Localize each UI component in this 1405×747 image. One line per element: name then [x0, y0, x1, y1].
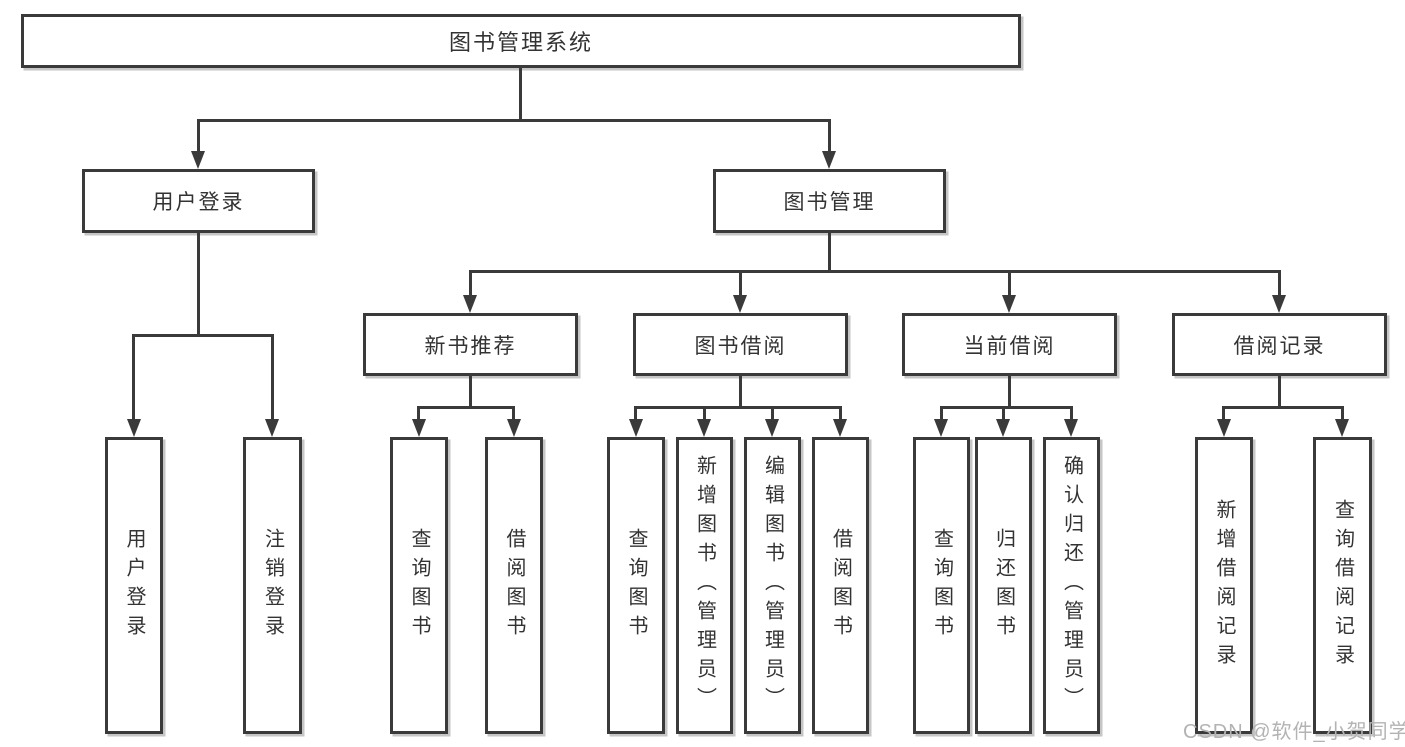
arrow-down-icon [1272, 295, 1286, 313]
node-root: 图书管理系统 [21, 14, 1021, 68]
connector-user-login-stem [197, 233, 200, 337]
connector-book-borrowing-stem [739, 376, 742, 409]
leaf-logout: 注销登录 [243, 437, 302, 734]
arrow-down-icon [629, 419, 643, 437]
connector-current-borrowing-stem [1008, 376, 1011, 409]
connector-current-borrowing-rail [940, 406, 1073, 409]
arrow-down-icon [934, 419, 948, 437]
connector-book-borrowing-drop-2 [703, 406, 706, 421]
node-current-borrowing: 当前借阅 [902, 313, 1117, 376]
connector-new-book-rail [417, 406, 515, 409]
connector-book-management-drop-4 [1278, 270, 1281, 297]
arrow-down-icon [822, 151, 836, 169]
arrow-down-icon [463, 295, 477, 313]
leaf-return-book: 归还图书 [975, 437, 1032, 734]
arrow-down-icon [265, 419, 279, 437]
connector-book-borrowing-drop-4 [839, 406, 842, 421]
arrow-down-icon [1335, 419, 1349, 437]
connector-current-borrowing-drop-2 [1002, 406, 1005, 421]
connector-book-management-drop-3 [1008, 270, 1011, 297]
connector-borrowing-records-rail [1222, 406, 1344, 409]
node-borrowing-records: 借阅记录 [1172, 313, 1387, 376]
connector-new-book-stem [469, 376, 472, 409]
connector-current-borrowing-drop-1 [940, 406, 943, 421]
node-book-borrowing: 图书借阅 [633, 313, 848, 376]
arrow-down-icon [733, 295, 747, 313]
arrow-down-icon [412, 419, 426, 437]
connector-book-borrowing-drop-3 [771, 406, 774, 421]
arrow-down-icon [1064, 419, 1078, 437]
arrow-down-icon [697, 419, 711, 437]
connector-new-book-drop-2 [512, 406, 515, 421]
connector-user-login-drop-1 [132, 334, 135, 421]
node-book-management: 图书管理 [713, 169, 946, 233]
connector-root-drop-2 [828, 119, 831, 154]
leaf-confirm-return-admin: 确认归还（管理员） [1043, 437, 1100, 734]
connector-current-borrowing-drop-3 [1070, 406, 1073, 421]
leaf-query-borrow-record: 查询借阅记录 [1313, 437, 1372, 734]
connector-root-stem [519, 68, 522, 122]
connector-book-management-stem [828, 233, 831, 273]
arrow-down-icon [127, 419, 141, 437]
connector-new-book-drop-1 [417, 406, 420, 421]
leaf-borrow-books-2: 借阅图书 [812, 437, 869, 734]
leaf-add-borrow-record: 新增借阅记录 [1195, 437, 1253, 734]
connector-user-login-rail [132, 334, 274, 337]
leaf-user-login: 用户登录 [105, 437, 163, 734]
leaf-add-book-admin: 新增图书（管理员） [676, 437, 733, 734]
connector-root-drop-1 [197, 119, 200, 154]
connector-borrowing-records-stem [1278, 376, 1281, 409]
arrow-down-icon [996, 419, 1010, 437]
leaf-borrow-books-1: 借阅图书 [485, 437, 543, 734]
arrow-down-icon [1217, 419, 1231, 437]
connector-book-borrowing-drop-1 [634, 406, 637, 421]
leaf-edit-book-admin: 编辑图书（管理员） [744, 437, 801, 734]
csdn-watermark: CSDN @软件_小贺同学 [1183, 721, 1405, 743]
node-new-book-recommendation: 新书推荐 [363, 313, 578, 376]
arrow-down-icon [191, 151, 205, 169]
connector-borrowing-records-drop-1 [1222, 406, 1225, 421]
connector-book-management-drop-2 [739, 270, 742, 297]
arrow-down-icon [833, 419, 847, 437]
connector-book-borrowing-rail [634, 406, 842, 409]
leaf-query-books-2: 查询图书 [607, 437, 665, 734]
connector-user-login-drop-2 [271, 334, 274, 421]
connector-root-rail [197, 119, 831, 122]
connector-book-management-drop-1 [469, 270, 472, 297]
arrow-down-icon [765, 419, 779, 437]
node-user-login: 用户登录 [82, 169, 315, 233]
connector-borrowing-records-drop-2 [1341, 406, 1344, 421]
leaf-query-books-1: 查询图书 [390, 437, 448, 734]
arrow-down-icon [507, 419, 521, 437]
connector-book-management-rail [469, 270, 1281, 273]
leaf-query-books-3: 查询图书 [913, 437, 970, 734]
arrow-down-icon [1002, 295, 1016, 313]
